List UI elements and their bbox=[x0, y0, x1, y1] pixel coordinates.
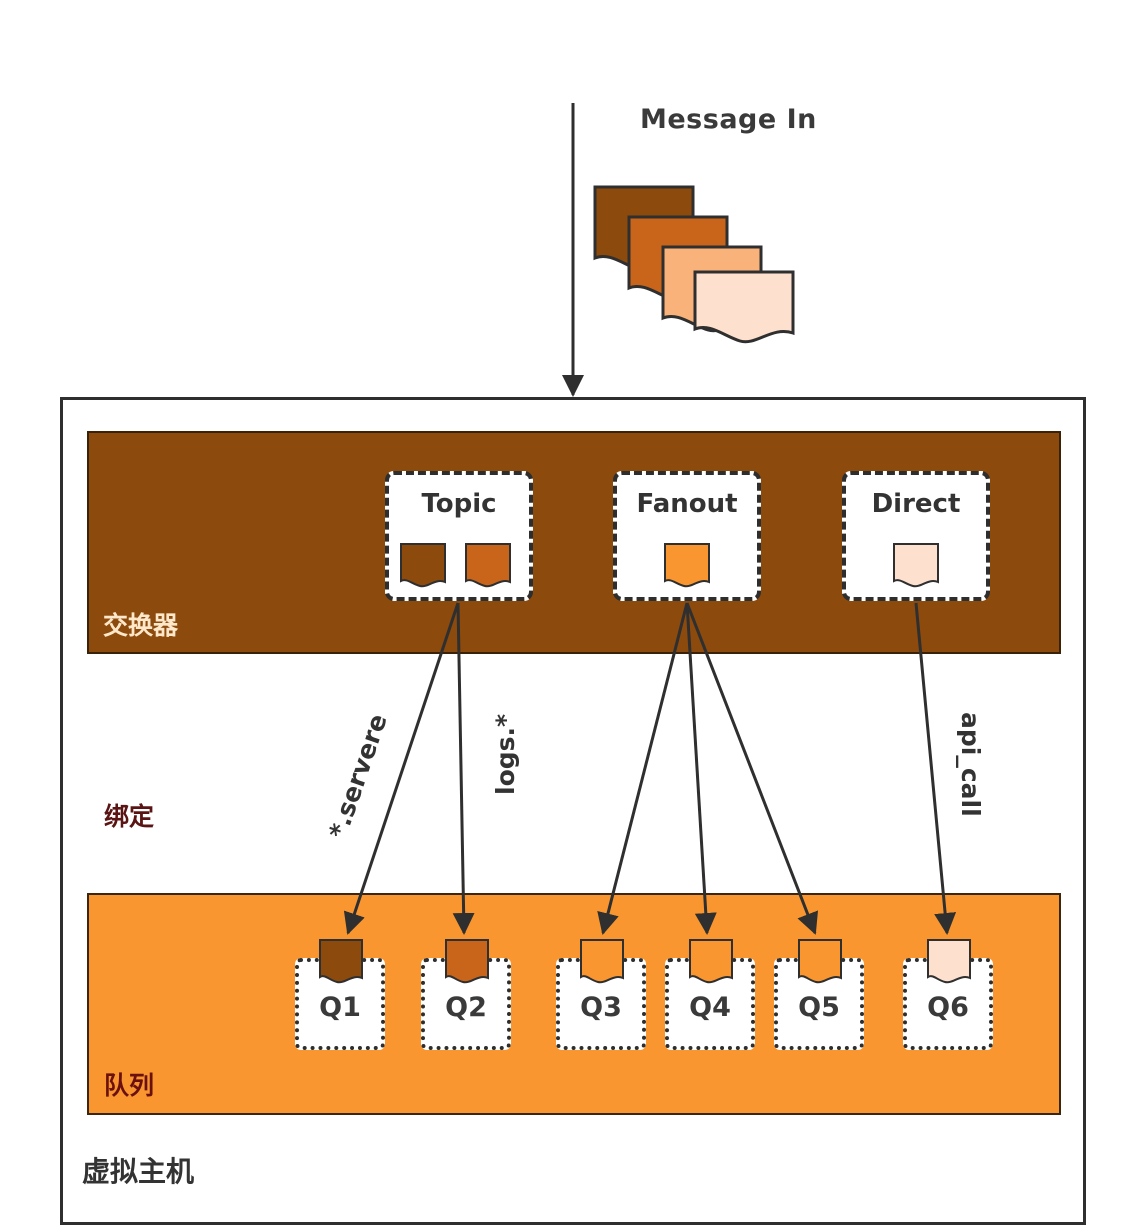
exchange-topic-name: Topic bbox=[421, 489, 497, 519]
queue-label: 队列 bbox=[104, 1071, 155, 1100]
queue-q3-name: Q3 bbox=[580, 992, 622, 1023]
binding-arrow-topic-q2 bbox=[452, 602, 475, 935]
exchange-fanout: Fanout bbox=[613, 471, 761, 601]
fanout-message-icon bbox=[664, 543, 710, 588]
topic-message-medium-icon bbox=[465, 543, 511, 588]
virtual-host-container bbox=[60, 397, 1086, 1225]
routing-key-servere: *.servere bbox=[323, 710, 393, 842]
queue-q1-name: Q1 bbox=[319, 992, 361, 1023]
exchange-fanout-name: Fanout bbox=[636, 489, 738, 519]
q3-message-icon bbox=[580, 939, 624, 984]
queue-q2-name: Q2 bbox=[445, 992, 487, 1023]
q4-message-icon bbox=[689, 939, 733, 984]
direct-message-icon bbox=[893, 543, 939, 588]
binding-label: 绑定 bbox=[104, 802, 155, 831]
message-in-title: Message In bbox=[640, 104, 817, 135]
topic-message-dark-icon bbox=[400, 543, 446, 588]
queue-q4-name: Q4 bbox=[689, 992, 731, 1023]
virtual-host-label: 虚拟主机 bbox=[82, 1155, 195, 1188]
routing-key-logs: logs.* bbox=[491, 714, 520, 795]
q2-message-icon bbox=[445, 939, 489, 984]
binding-arrow-direct-q6 bbox=[914, 602, 957, 935]
binding-arrow-fanout-q3 bbox=[597, 602, 689, 935]
message-doc-4-icon bbox=[693, 270, 795, 344]
binding-arrow-fanout-q4 bbox=[685, 602, 717, 935]
q5-message-icon bbox=[798, 939, 842, 984]
binding-arrow-topic-q1 bbox=[343, 602, 460, 935]
message-stack-icon bbox=[593, 185, 795, 344]
q6-message-icon bbox=[927, 939, 971, 984]
q1-message-icon bbox=[319, 939, 363, 984]
queue-q6-name: Q6 bbox=[927, 992, 969, 1023]
queue-q4: Q4 bbox=[665, 958, 755, 1050]
binding-arrow-fanout-q5 bbox=[685, 602, 819, 935]
routing-key-api-call: api_call bbox=[956, 712, 985, 817]
exchange-label: 交换器 bbox=[103, 611, 179, 640]
exchange-direct-name: Direct bbox=[871, 489, 961, 519]
queue-q5-name: Q5 bbox=[798, 992, 840, 1023]
